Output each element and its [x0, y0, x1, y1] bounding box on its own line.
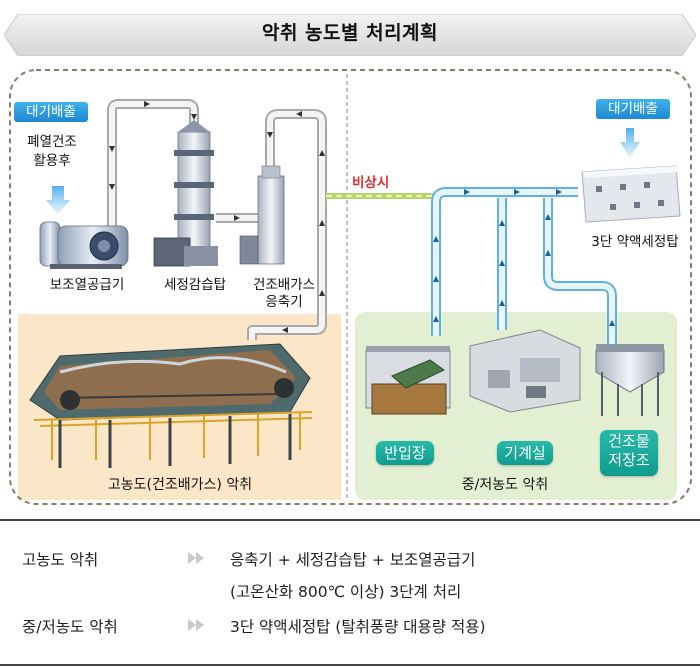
machine-room-badge: 기계실	[497, 441, 553, 465]
condenser-label-line1: 건조배가스	[252, 277, 316, 293]
title-banner	[4, 14, 696, 56]
summary-row1-label: 고농도 악취	[22, 551, 99, 569]
summary-row2-line1: 3단 약액세정탑 (탈취풍량 대용량 적용)	[230, 618, 486, 636]
reuse-note-line2: 활용후	[33, 153, 71, 169]
chemical-tower-label: 3단 약액세정탑	[591, 234, 679, 250]
scrubber-illustration	[153, 120, 218, 267]
condenser-illustration	[239, 165, 285, 265]
low-concentration-caption: 중/저농도 악취	[461, 477, 549, 493]
reuse-updraft-arrow	[46, 186, 70, 214]
storage-illustration	[595, 344, 665, 416]
summary-frame	[0, 519, 700, 666]
high-concentration-caption: 고농도(건조배가스) 악취	[107, 477, 253, 493]
storage-badge-line2: 저장조	[608, 451, 650, 469]
receiving-badge: 반입장	[376, 441, 434, 465]
receiving-illustration	[365, 346, 451, 415]
exhaust-updraft-arrow	[620, 128, 640, 158]
chemical-tower-illustration	[581, 165, 681, 223]
reuse-note-line1: 폐열건조	[27, 134, 77, 150]
machine-room-illustration	[469, 329, 581, 413]
emergency-label: 비상시	[352, 175, 390, 191]
summary-row1-line1: 응축기 + 세정감습탑 + 보조열공급기	[230, 551, 476, 569]
outer-frame	[9, 69, 692, 505]
scrubber-label: 세정감습탑	[163, 277, 227, 293]
aux-heater-illustration	[39, 221, 129, 269]
left-exhaust-badge: 대기배출	[14, 102, 88, 122]
summary-arrow-icons	[188, 552, 204, 631]
high-pipe-flow-arrows	[109, 101, 325, 333]
dryer-illustration	[29, 343, 313, 468]
aux-heater-label: 보조열공급기	[49, 277, 125, 293]
storage-badge-line1: 건조물	[608, 432, 650, 450]
storage-badge: 건조물 저장조	[600, 430, 658, 476]
page-title: 악취 농도별 처리계획	[261, 22, 439, 44]
right-exhaust-badge: 대기배출	[596, 99, 670, 119]
low-pipe-flow-arrows	[433, 189, 615, 326]
condenser-label-line2: 응축기	[265, 294, 303, 310]
summary-row2-label: 중/저농도 악취	[22, 618, 118, 636]
summary-row1-line2: (고온산화 800℃ 이상) 3단계 처리	[230, 583, 462, 601]
